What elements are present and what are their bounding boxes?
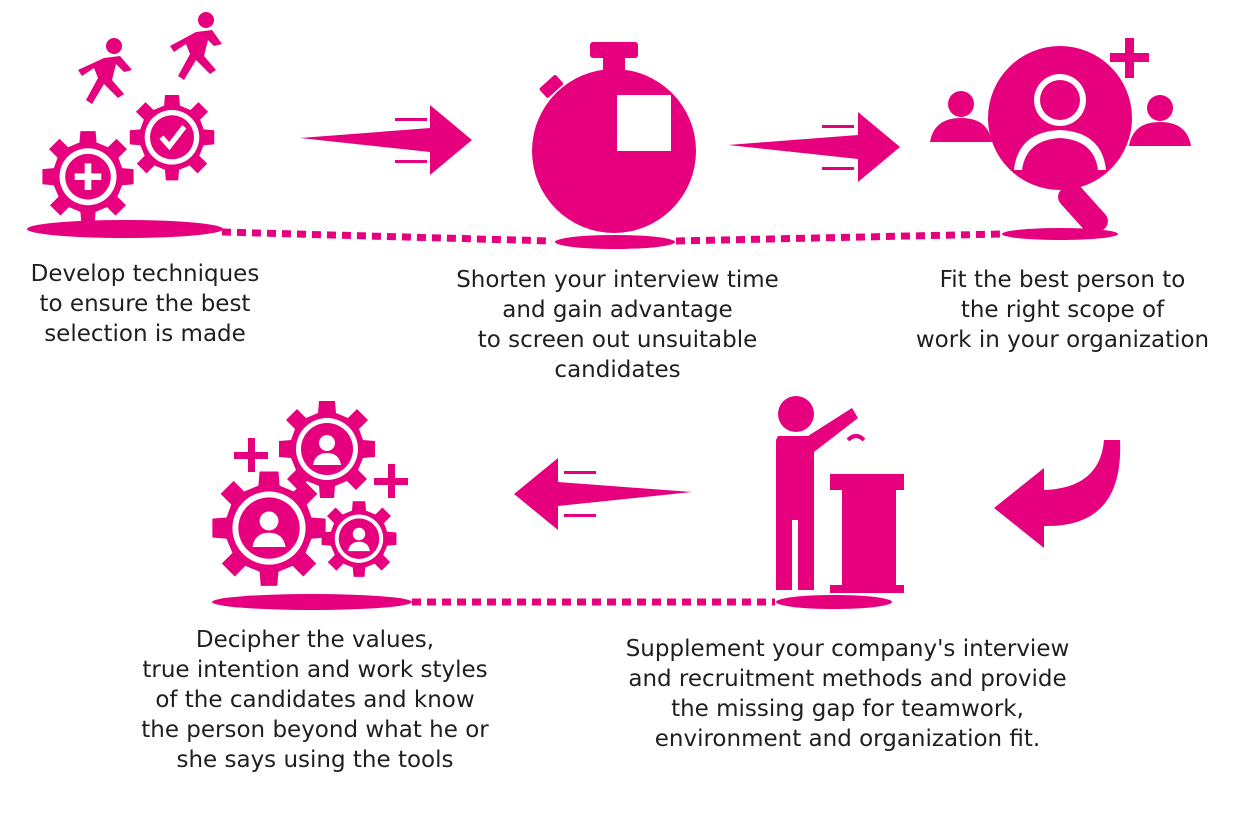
step-4-line-1: Decipher the values, [195, 627, 435, 653]
icon-base-4 [212, 594, 412, 610]
step-2-line-3: to screen out unsuitable [477, 327, 758, 353]
arrow-right-1 [300, 105, 472, 175]
step-2-line-2: and gain advantage [502, 297, 733, 323]
step-3-line-1: Fit the best person to [939, 267, 1186, 293]
step-5-line-1: Supplement your company's interview [625, 636, 1070, 662]
step-4-line-2: true intention and work styles [142, 657, 488, 683]
icon-base-1 [27, 220, 223, 238]
step-2-caption: Shorten your interview time and gain adv… [395, 265, 840, 385]
step-4-caption: Decipher the values, true intention and … [95, 625, 535, 775]
speaker-podium-icon [776, 396, 904, 593]
step-5-caption: Supplement your company's interview and … [560, 634, 1135, 754]
step-1-line-1: Develop techniques [30, 261, 260, 287]
arrow-left [514, 458, 692, 530]
step-2-line-4: candidates [554, 357, 681, 383]
dotted-connectors [221, 228, 1003, 606]
people-gears-icon [212, 401, 408, 586]
step-4-line-3: of the candidates and know [155, 687, 475, 713]
magnifier-people-icon [930, 38, 1191, 236]
step-5-line-3: the missing gap for teamwork, [671, 696, 1024, 722]
step-3-caption: Fit the best person to the right scope o… [890, 265, 1235, 355]
stopwatch-icon [532, 42, 696, 233]
step-4-line-4: the person beyond what he or [141, 717, 489, 743]
arrow-return-icon [994, 440, 1121, 548]
step-3-line-2: the right scope of [960, 297, 1165, 323]
step-3-line-3: work in your organization [915, 327, 1210, 353]
step-1-caption: Develop techniques to ensure the best se… [0, 259, 290, 349]
step-1-line-3: selection is made [44, 321, 246, 347]
step-1-line-2: to ensure the best [39, 291, 251, 317]
step-5-line-4: environment and organization fit. [654, 726, 1041, 752]
step-5-line-2: and recruitment methods and provide [628, 666, 1067, 692]
icon-base-2 [555, 235, 675, 249]
arrow-right-2 [728, 112, 900, 182]
runners-gears-icon [42, 12, 222, 224]
step-4-line-5: she says using the tools [176, 747, 454, 773]
icon-base-5 [776, 595, 892, 609]
step-2-line-1: Shorten your interview time [456, 267, 779, 293]
